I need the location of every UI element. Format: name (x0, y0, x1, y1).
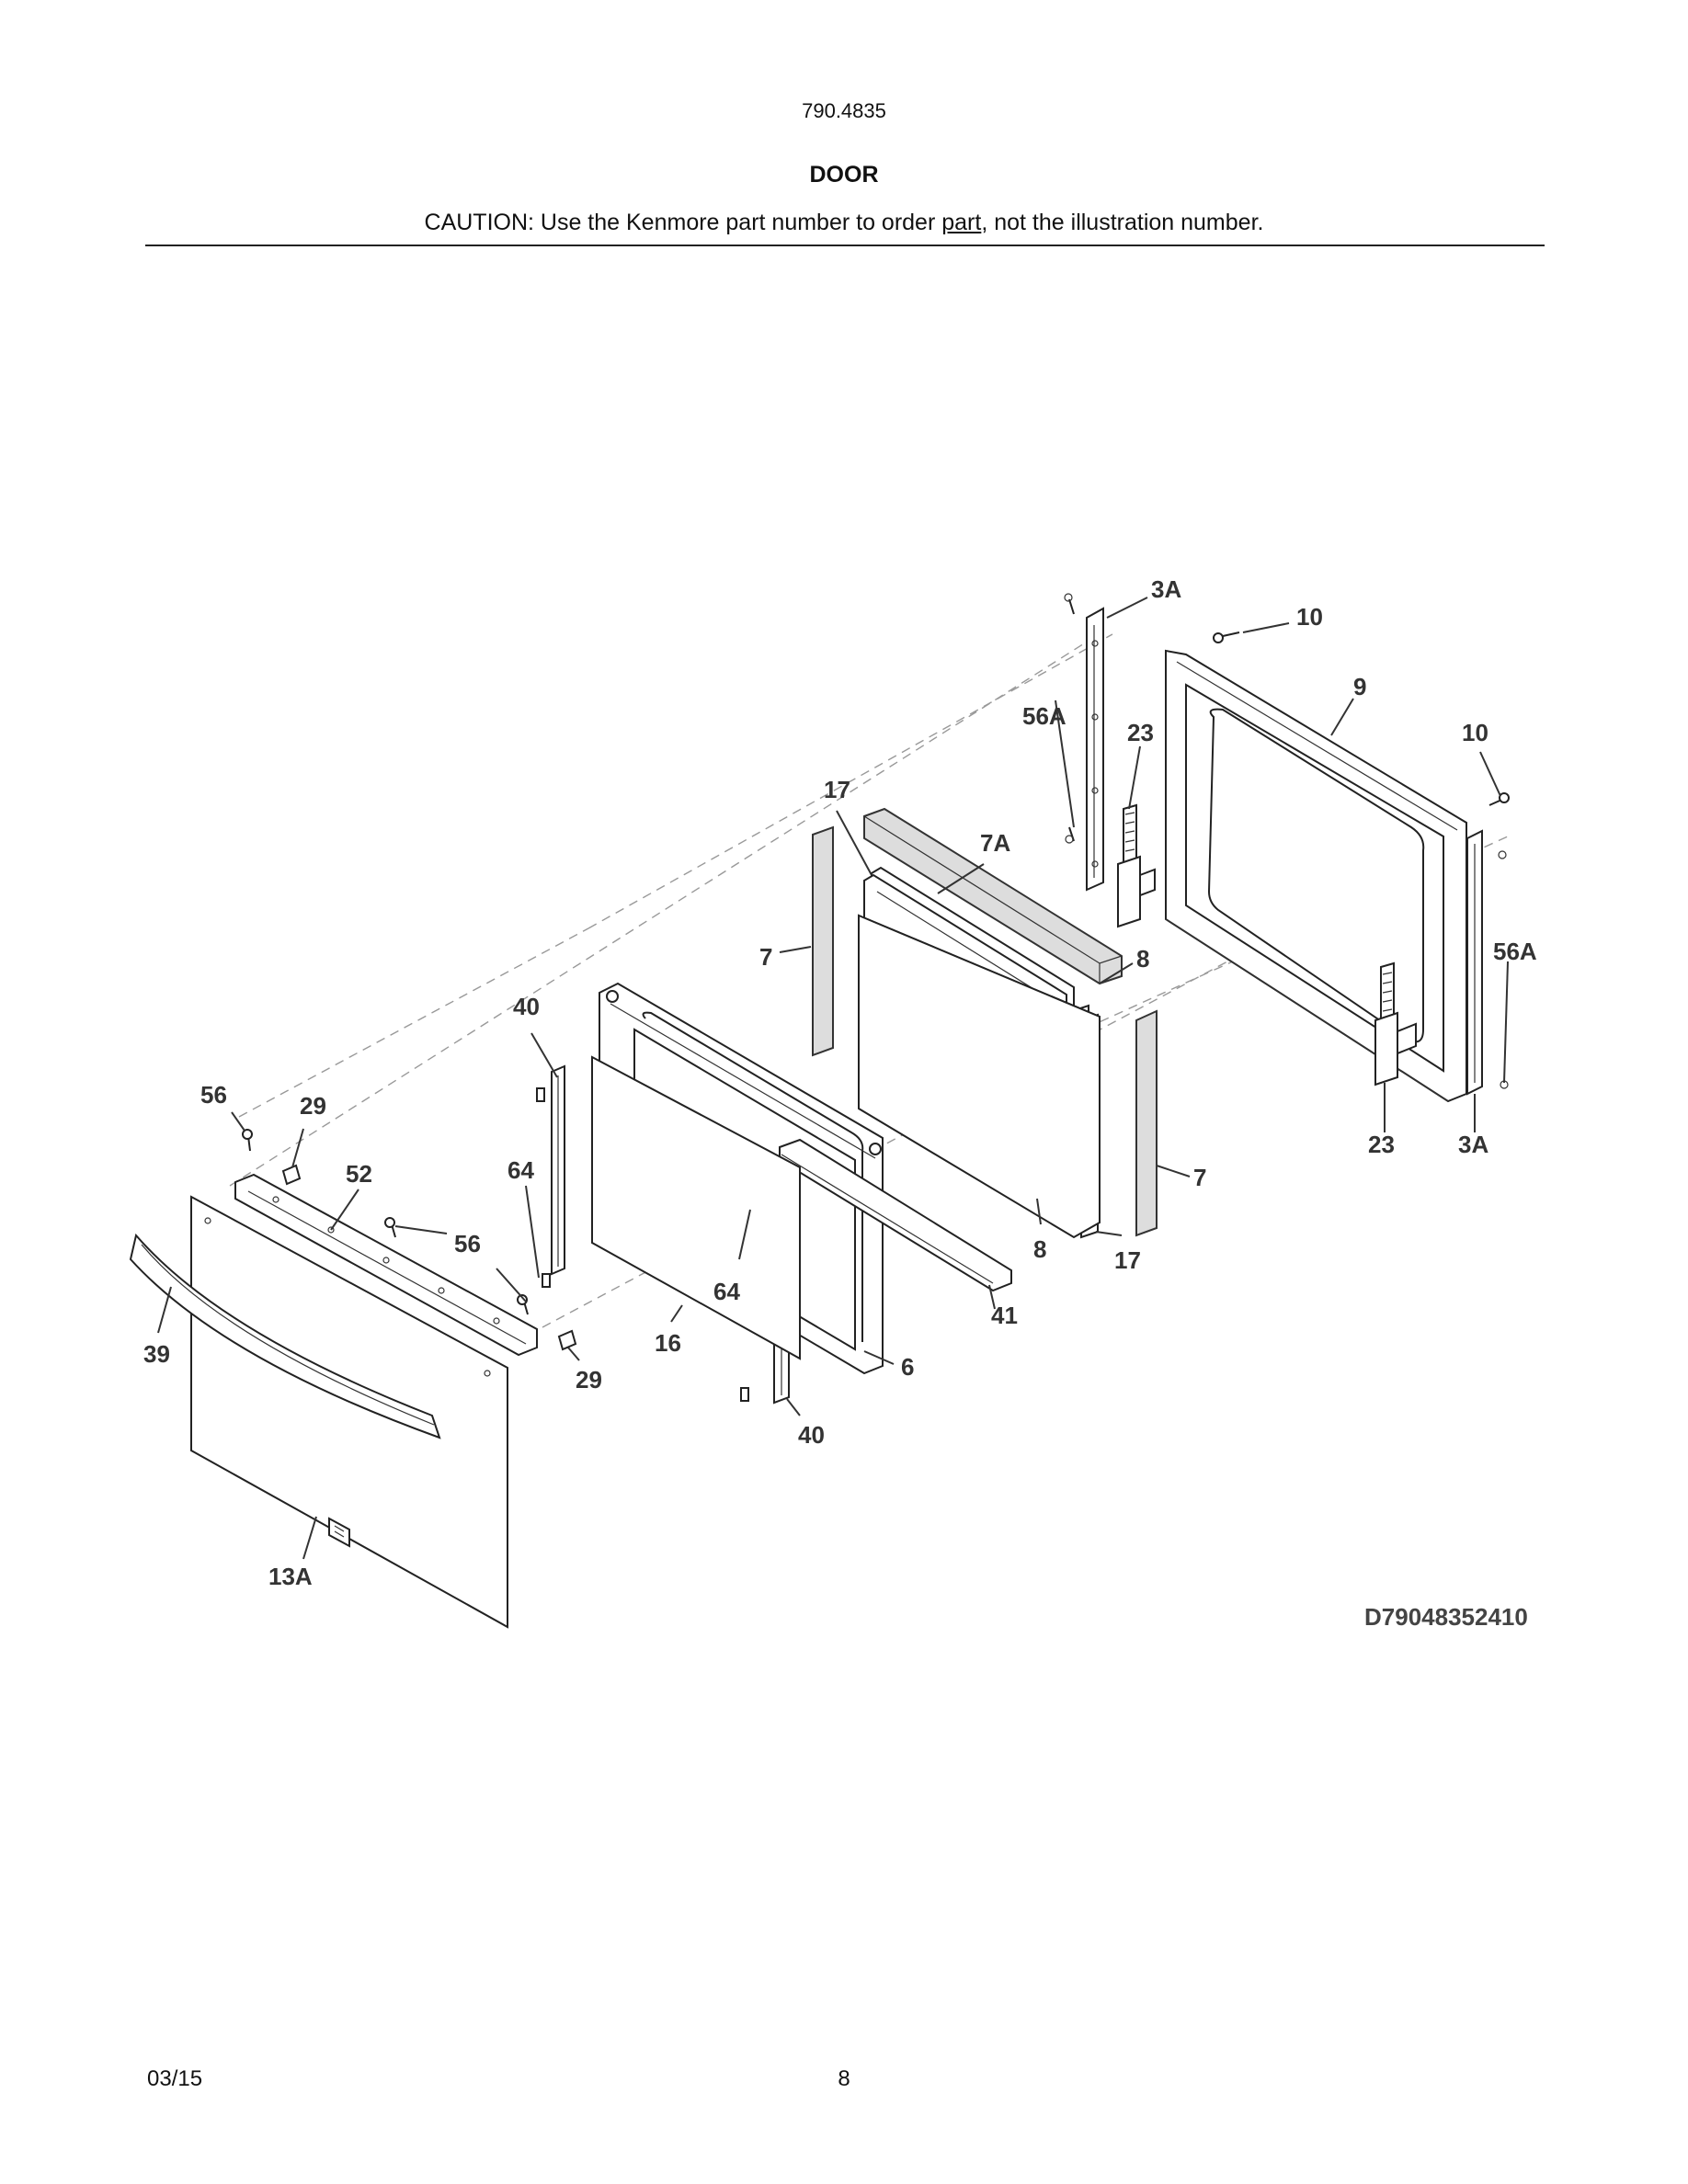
callouts: 3A 10 9 56A 23 10 17 7A 7 8 56A 40 56 29… (143, 575, 1537, 1590)
caution-text-before: CAUTION: Use the Kenmore part number to … (424, 210, 942, 235)
callout-3A-top: 3A (1151, 575, 1181, 603)
callout-56-top: 56 (200, 1081, 227, 1109)
callout-40-bottom: 40 (798, 1421, 825, 1449)
callout-7A: 7A (980, 829, 1010, 857)
header-divider (145, 245, 1545, 246)
screw-10-top (1213, 631, 1240, 643)
insulation-7-right (1135, 1009, 1158, 1237)
callout-56A-left: 56A (1022, 702, 1066, 730)
callout-56-mid: 56 (454, 1230, 481, 1257)
callout-8-top: 8 (1136, 945, 1149, 973)
handle-39 (129, 1233, 441, 1439)
caution-text-underlined: part (941, 210, 982, 235)
caution-note: CAUTION: Use the Kenmore part number to … (0, 210, 1688, 236)
callout-7-right: 7 (1193, 1164, 1206, 1191)
page-title: DOOR (809, 162, 879, 188)
screw-56A-left (1064, 593, 1075, 844)
footer-page-number: 8 (838, 2066, 850, 2091)
caution-text-after: , not the illustration number. (981, 210, 1264, 235)
callout-3A-bottom: 3A (1458, 1131, 1488, 1158)
drawing-id: D79048352410 (1364, 1603, 1528, 1631)
callout-52: 52 (346, 1160, 372, 1188)
screw-56 (242, 1129, 529, 1315)
callout-17-top: 17 (824, 776, 850, 803)
pin-29 (281, 1164, 577, 1351)
screw-56A-right (1498, 850, 1509, 1089)
footer-date: 03/15 (147, 2066, 203, 2091)
glass-panel-8 (858, 914, 1101, 1239)
insulation-7A (863, 807, 1123, 985)
hinge-23-top (1117, 803, 1156, 928)
callout-10-top: 10 (1296, 603, 1323, 631)
callout-8-bottom: 8 (1033, 1235, 1046, 1263)
callout-29-top: 29 (300, 1092, 326, 1120)
callout-10-right: 10 (1462, 719, 1488, 746)
callout-40-top: 40 (513, 993, 540, 1020)
glass-16 (591, 1055, 801, 1360)
hinge-bracket-3A-right (1466, 829, 1483, 1096)
model-number: 790.4835 (802, 99, 886, 122)
callout-9: 9 (1353, 673, 1366, 700)
callout-64-mid: 64 (713, 1278, 740, 1305)
callout-23-bottom: 23 (1368, 1131, 1395, 1158)
callout-64-left: 64 (508, 1156, 534, 1184)
outer-door-13A (190, 1195, 508, 1629)
callout-13A: 13A (268, 1563, 313, 1590)
callout-16: 16 (655, 1329, 681, 1357)
callout-23-top: 23 (1127, 719, 1154, 746)
callout-7-left: 7 (759, 943, 772, 971)
callout-56A-right: 56A (1493, 938, 1537, 965)
callout-17-bottom: 17 (1114, 1246, 1141, 1274)
hinge-bracket-3A-left (1086, 607, 1104, 892)
hinge-23-bottom (1374, 961, 1417, 1086)
callout-39: 39 (143, 1340, 170, 1368)
leader-lines (157, 597, 1509, 1560)
callout-41: 41 (991, 1302, 1018, 1329)
screw-10-right (1488, 792, 1510, 806)
side-bracket-40-left (551, 1064, 565, 1276)
callout-29-bottom: 29 (576, 1366, 602, 1393)
callout-6: 6 (901, 1353, 914, 1381)
vent-trim-52 (234, 1173, 538, 1357)
inner-door-frame-9 (1165, 649, 1467, 1103)
insulation-7-left (812, 825, 834, 1057)
